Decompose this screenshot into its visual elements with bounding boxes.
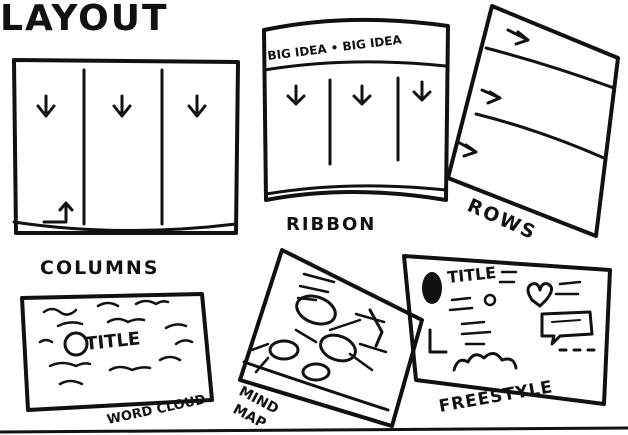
columns-panel: COLUMNS [14,60,238,279]
word-cloud-label: WORD CLOUD [106,392,208,428]
right-arrow-icon [482,90,500,103]
columns-label: COLUMNS [40,257,159,279]
right-arrow-icon [458,142,476,156]
word-cloud-panel: TITLE WORD CLOUD [22,294,212,428]
down-arrow-icon [189,96,205,116]
down-arrow-icon [354,86,370,104]
down-arrow-icon [38,96,54,116]
down-arrow-icon [288,86,304,104]
page-title: LAYOUT [0,0,169,39]
bottom-edge-line [0,428,628,432]
rows-panel: ROWS [448,6,618,244]
rows-label: ROWS [464,194,540,244]
ribbon-banner-text: BIG IDEA • BIG IDEA [267,33,404,63]
turn-up-arrow-icon [44,203,72,222]
down-arrow-icon [414,82,430,100]
word-cloud-title: TITLE [84,328,141,355]
freestyle-panel: TITLE FREESTYLE [404,256,610,417]
down-arrow-icon [114,96,130,116]
heart-icon [528,284,552,306]
ribbon-label: RIBBON [286,214,376,235]
mind-map-panel: MIND MAP [230,250,422,432]
blob-icon [422,272,442,304]
ribbon-panel: BIG IDEA • BIG IDEA RIBBON [264,20,448,235]
speech-bubble-icon [542,312,592,344]
right-arrow-icon [508,30,528,44]
freestyle-title: TITLE [446,263,497,287]
